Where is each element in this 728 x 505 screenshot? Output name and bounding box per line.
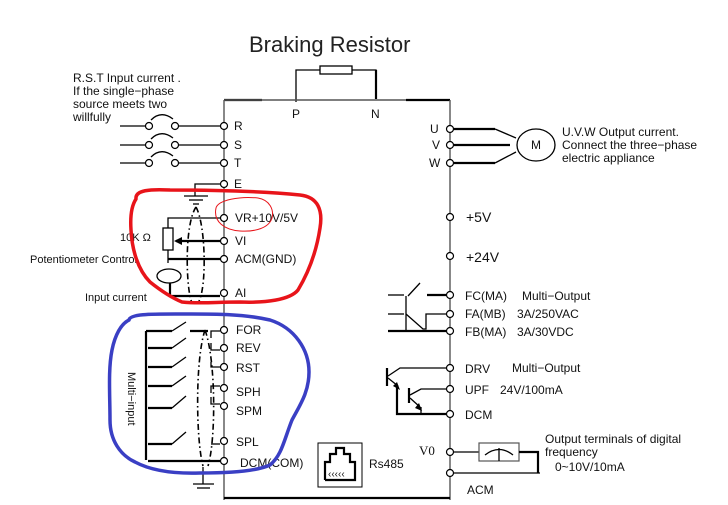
terminal-p: P [292, 107, 300, 121]
terminal-s-label: S [234, 138, 242, 152]
rs485-pins-icon: ‹‹‹‹‹ [328, 469, 345, 480]
terminal-rev-dot [219, 343, 229, 353]
red-annotation-circle [215, 197, 273, 232]
transistor-note-type: Multi−Output [512, 361, 581, 375]
terminal-spm-label: SPM [236, 404, 262, 418]
red-annotation-loop [129, 187, 323, 305]
terminal-u-dot [445, 124, 455, 134]
terminal-e-dot [219, 179, 229, 189]
terminal-fc-dot [445, 290, 455, 300]
terminal-acm-label: ACM(GND) [235, 252, 296, 266]
terminal-vr-dot [219, 213, 229, 223]
terminal-vi-dot [219, 236, 229, 246]
terminal-for-dot [219, 325, 229, 335]
terminal-t-dot [219, 158, 229, 168]
terminal-fa-label: FA(MB) [465, 307, 506, 321]
terminal-v-label: V [432, 138, 440, 152]
motor-label: M [531, 138, 541, 152]
relay-wiring [388, 282, 446, 333]
multi-input-label: Multi−input [125, 372, 137, 426]
svg-text:Connect the three−phase: Connect the three−phase [562, 138, 697, 152]
terminal-t-label: T [234, 156, 242, 170]
meter-wiring [454, 442, 540, 474]
terminal-vi-label: VI [235, 234, 246, 248]
terminal-v0-label: V0 [419, 443, 435, 458]
terminal-spl-dot [219, 436, 229, 446]
svg-text:willfully: willfully [72, 110, 111, 124]
terminal-ai-dot [219, 288, 229, 298]
terminal-sph-label: SPH [236, 385, 261, 399]
terminal-acm-out-dot [445, 468, 455, 478]
terminal-e-label: E [234, 177, 242, 191]
terminal-rst-label: RST [236, 361, 261, 375]
terminal-vr-label: VR+10V/5V [235, 211, 298, 225]
terminal-drv-label: DRV [465, 362, 490, 376]
rs485-connector: ‹‹‹‹‹ [317, 442, 363, 488]
terminal-u-label: U [430, 122, 439, 136]
svg-text:U.V.W Output current.: U.V.W Output current. [562, 125, 679, 139]
transistor-wiring [385, 367, 446, 416]
motor-symbol [516, 128, 556, 162]
braking-resistor [295, 65, 378, 102]
terminal-drv-dot [445, 363, 455, 373]
terminal-r-label: R [234, 119, 243, 133]
terminal-fb-label: FB(MA) [465, 325, 506, 339]
output-wiring [454, 127, 556, 165]
terminal-v0-dot [445, 447, 455, 457]
potentiometer-symbol [162, 227, 174, 251]
terminal-sph-dot [219, 383, 229, 393]
terminal-24v-label: +24V [466, 249, 500, 265]
input-lines [120, 114, 220, 196]
terminal-w-label: W [429, 156, 441, 170]
terminal-r-dot [219, 121, 229, 131]
terminal-fc-label: FC(MA) [465, 289, 507, 303]
terminal-fa-dot [445, 309, 455, 319]
terminal-rst-dot [219, 362, 229, 372]
terminal-5v-label: +5V [466, 209, 492, 225]
rs485-label: Rs485 [369, 457, 404, 471]
relay-note-dc: 3A/30VDC [517, 325, 574, 339]
input-current-label: Input current [85, 292, 147, 304]
relay-note-type: Multi−Output [522, 289, 591, 303]
terminal-24v-dot [445, 251, 455, 261]
analog-output-note: Output terminals of digital frequency 0~… [545, 432, 681, 474]
terminal-for-label: FOR [236, 323, 262, 337]
terminal-dcm-label: DCM [465, 408, 492, 422]
svg-text:0~10V/10mA: 0~10V/10mA [555, 460, 625, 474]
terminal-rev-label: REV [236, 341, 261, 355]
svg-text:frequency: frequency [545, 445, 598, 459]
input-note: R.S.T Input current . If the single−phas… [72, 71, 181, 124]
terminal-spl-label: SPL [236, 435, 259, 449]
analog-input-wiring [156, 195, 220, 304]
terminal-dcm-com-dot [219, 456, 229, 466]
terminal-n: N [371, 107, 380, 121]
transistor-note-rating: 24V/100mA [500, 383, 563, 397]
terminal-acm-out-label: ACM [467, 483, 494, 497]
svg-text:Output terminals of digital: Output terminals of digital [545, 432, 681, 446]
output-note: U.V.W Output current. Connect the three−… [562, 125, 697, 165]
diagram-title: Braking Resistor [249, 32, 410, 57]
terminal-fb-dot [445, 326, 455, 336]
terminal-dcm-dot [445, 409, 455, 419]
terminal-ai-label: AI [235, 286, 246, 300]
terminal-w-dot [445, 158, 455, 168]
svg-text:electric appliance: electric appliance [562, 151, 655, 165]
terminal-5v-dot [445, 212, 455, 222]
terminal-v-dot [445, 140, 455, 150]
terminal-upf-label: UPF [465, 383, 489, 397]
svg-text:If the single−phase: If the single−phase [73, 84, 174, 98]
svg-text:source meets two: source meets two [73, 97, 167, 111]
relay-note-ac: 3A/250VAC [517, 307, 579, 321]
digital-input-wiring [144, 321, 220, 489]
terminal-upf-dot [445, 384, 455, 394]
terminal-spm-dot [219, 401, 229, 411]
resistor-symbol [319, 65, 353, 75]
terminal-acm-dot [219, 254, 229, 264]
terminal-s-dot [219, 140, 229, 150]
svg-text:R.S.T Input current .: R.S.T Input current . [73, 71, 181, 85]
blue-annotation-loop [107, 312, 311, 475]
resistor-value-label: 10K Ω [120, 232, 151, 244]
potentiometer-label: Potentiometer Control [30, 254, 137, 266]
